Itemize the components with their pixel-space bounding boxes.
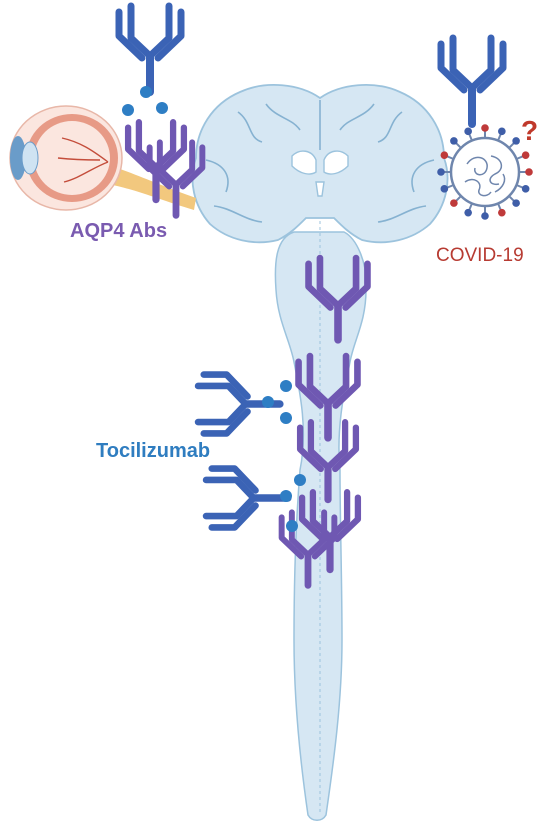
eye-iris — [10, 136, 26, 180]
particle-icon — [286, 520, 298, 532]
virus-spikes — [437, 124, 533, 220]
antibody-icon — [119, 6, 181, 92]
eye-icon — [9, 105, 196, 211]
particle-icon — [280, 490, 292, 502]
virus-spike-head — [512, 137, 520, 145]
covid-19-label: COVID-19 — [436, 245, 524, 266]
particle-icon — [280, 412, 292, 424]
tocilizumab-label: Tocilizumab — [96, 440, 211, 462]
virus-spike-head — [481, 212, 489, 220]
brain-fold — [213, 205, 263, 223]
brain-fold — [377, 111, 403, 143]
particle-icon — [122, 104, 134, 116]
particle-icon — [156, 102, 168, 114]
brain-fold — [205, 159, 229, 193]
virus-spike-head — [450, 199, 458, 207]
brain-fold — [339, 103, 375, 131]
virus-spike-head — [464, 208, 472, 217]
virus-icon — [437, 124, 533, 220]
virus-spike-head — [525, 168, 533, 176]
aqp4-abs-label: AQP4 Abs — [70, 220, 168, 242]
brain-ventricles — [291, 150, 349, 197]
brain-coronal-section — [191, 83, 449, 244]
virus-spike-head — [437, 168, 445, 176]
particle-icon — [280, 380, 292, 392]
antibody-icon — [206, 469, 288, 528]
virus-spike-head — [481, 124, 489, 132]
virus-spike-head — [521, 151, 530, 159]
question-mark-icon: ? — [521, 115, 538, 146]
virus-spike-head — [464, 127, 472, 136]
virus-spike-head — [512, 199, 520, 207]
particles-layer — [122, 86, 306, 532]
brain-fold — [265, 103, 301, 131]
particle-icon — [262, 396, 274, 408]
eye-lens — [21, 141, 39, 175]
virus-spike-head — [498, 127, 506, 136]
eye-vitreous — [34, 121, 110, 195]
particle-icon — [140, 86, 152, 98]
antibody-icon — [441, 38, 503, 124]
virus-spike-head — [498, 208, 506, 217]
virus-rna — [464, 155, 506, 197]
question-mark: ? — [521, 115, 538, 146]
brain-fold — [377, 205, 427, 223]
virus-spike-head — [450, 137, 458, 145]
virus-spike-head — [521, 185, 530, 193]
brain-fold — [411, 159, 435, 193]
virus-spike-head — [440, 151, 449, 159]
brain-fold — [237, 111, 263, 143]
brain-icon — [191, 83, 449, 244]
particle-icon — [294, 474, 306, 486]
eye-vessels — [57, 137, 109, 183]
virus-spike-head — [440, 185, 449, 193]
